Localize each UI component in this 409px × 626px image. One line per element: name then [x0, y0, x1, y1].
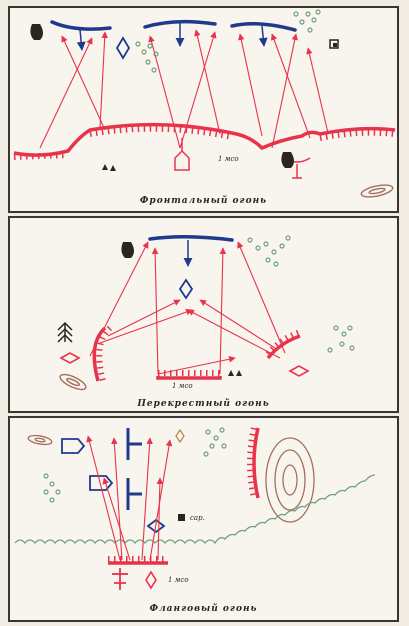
- unit-distance-label: 1 мсо: [168, 576, 189, 584]
- caption-crossfire: Перекрестный огонь: [137, 399, 270, 409]
- building-icon: [329, 39, 339, 49]
- frontal-fire-diagram: [13, 9, 396, 198]
- enemy-position: [148, 235, 234, 242]
- friendly-observation-post-icon-right: [288, 365, 310, 377]
- friendly-positions: [92, 325, 302, 382]
- hill-contour: [59, 373, 87, 391]
- panel-crossfire: 1 мсо Перекрестный огонь: [8, 216, 399, 413]
- conifer-icon: [57, 321, 73, 343]
- enemy-position-right: [230, 22, 297, 32]
- panel-frontal-fire: 1 мсо Фронтальный огонь: [8, 6, 399, 213]
- shrub-icon: [102, 164, 116, 171]
- caption-flanking-fire: Фланговый огонь: [149, 604, 258, 614]
- caption-frontal-fire: Фронтальный огонь: [139, 196, 268, 206]
- command-post-icon: [112, 568, 128, 590]
- crossfire-diagram: [57, 235, 355, 391]
- tree-icon: [30, 24, 294, 168]
- unit-distance-label: 1 мсо: [218, 155, 239, 163]
- crossfire-lines: [89, 241, 286, 375]
- vegetation-dots: [43, 427, 227, 503]
- enemy-position-center: [143, 19, 217, 29]
- forest-edge: [14, 474, 376, 545]
- friendly-observation-post-icon: [145, 570, 157, 590]
- flanking-fire-lines: [86, 435, 173, 561]
- enemy-units: [61, 438, 166, 534]
- friendly-fire-lines: [39, 29, 329, 149]
- enemy-anti-tank-icons: [126, 428, 142, 510]
- strongpoint-label: сар.: [190, 514, 205, 522]
- enemy-positions: [50, 19, 297, 32]
- enemy-tank-icon-2: [89, 475, 114, 491]
- enemy-observation-post-icon: [115, 36, 131, 60]
- enemy-observation-post-icon: [146, 518, 166, 534]
- hill-contour: [265, 437, 315, 523]
- strongpoint-marker-icon: [178, 514, 185, 521]
- enemy-observation-post-icon: [178, 278, 194, 300]
- enemy-fire-arrows: [76, 22, 268, 51]
- panel-flanking-fire: сар. 1 мсо Фланговый огонь: [8, 416, 399, 622]
- flanking-fire-diagram: [14, 427, 376, 590]
- hill-contour: [360, 184, 394, 198]
- tree-icon: [121, 242, 134, 258]
- vegetation-dots: [247, 235, 355, 353]
- friendly-observation-post-icon: [59, 352, 81, 364]
- unit-distance-label: 1 мсо: [172, 382, 193, 390]
- friendly-position-right: [252, 427, 260, 499]
- enemy-tank-icon: [61, 438, 86, 454]
- hill-contour-small: [27, 434, 53, 446]
- friendly-defense-line: [13, 122, 396, 160]
- vegetation-dots: [135, 9, 321, 73]
- shrub-icon: [228, 370, 242, 376]
- enemy-position-left: [50, 20, 112, 31]
- enemy-rocket-icon: [175, 428, 185, 444]
- gun-emplacement-icon: [174, 138, 190, 171]
